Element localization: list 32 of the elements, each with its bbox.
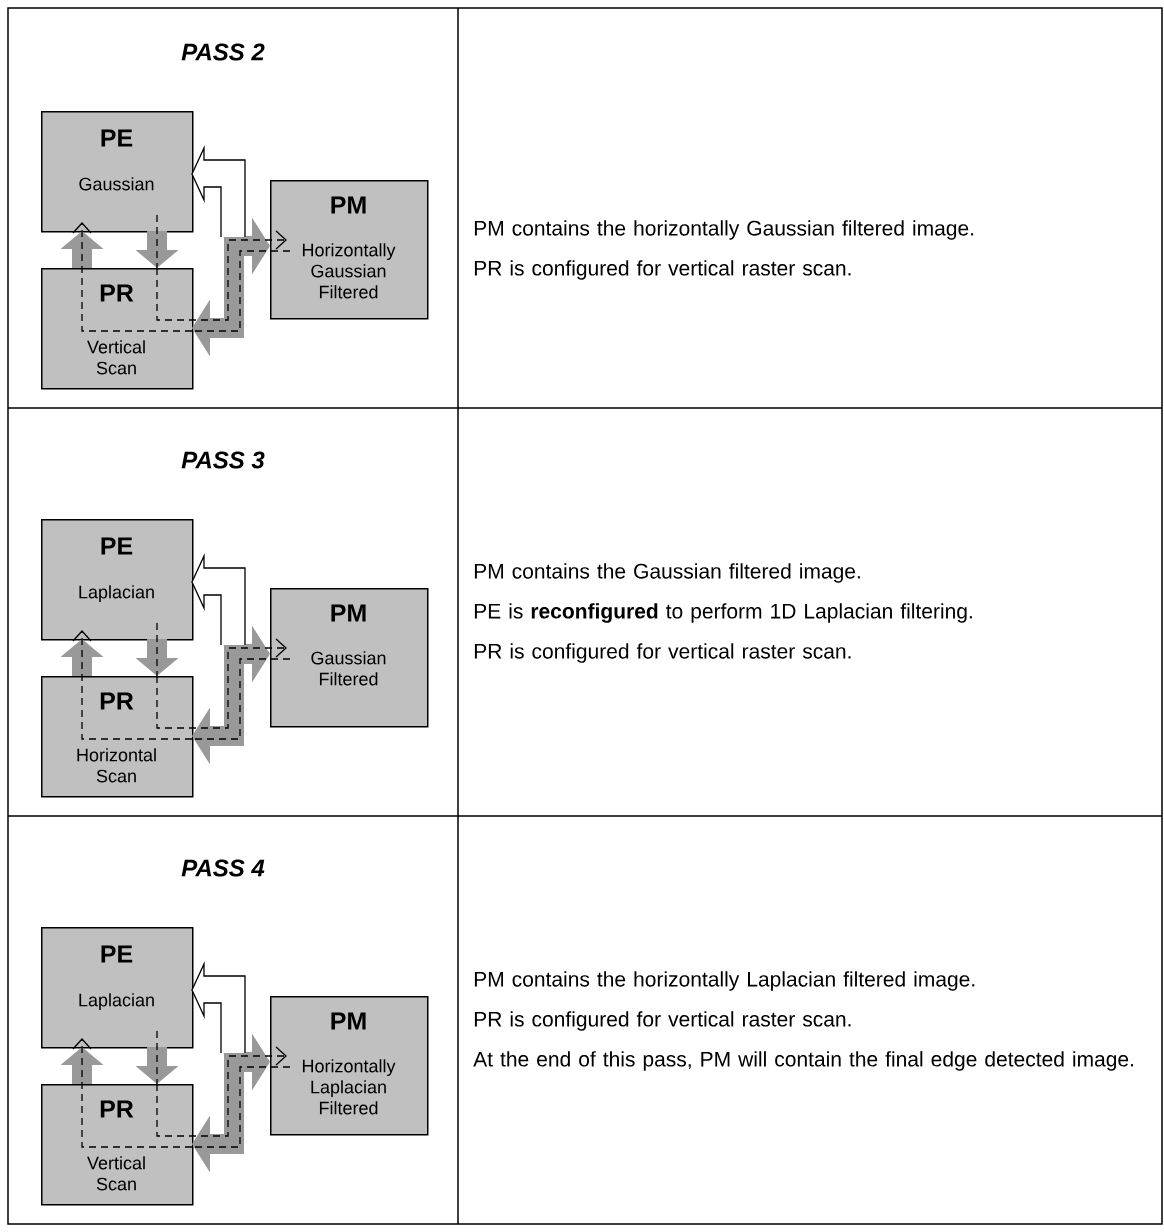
description-text: At the end of this pass, PM will contain the final edge detected image.: [473, 1051, 1134, 1071]
dashed-arrow: [156, 230, 287, 321]
description-text: PR is configured for vertical raster scan.: [474, 1011, 851, 1031]
hollow-arrow: [191, 553, 246, 646]
block-box: PE Laplacian: [41, 927, 194, 1049]
block-box: PR Vertical Scan: [41, 268, 194, 390]
description-text: PM contains the horizontally Gaussian filtered image.: [474, 220, 974, 240]
dashed-arrow: [72, 630, 193, 740]
broad-arrow: [192, 217, 270, 357]
block-box: PM Horizontally Laplacian Filtered: [270, 996, 429, 1136]
description-text: PR is configured for vertical raster scan.: [474, 643, 851, 663]
block-box: PM Gaussian Filtered: [270, 588, 429, 728]
panel-title: PASS 3: [181, 451, 265, 469]
description-text: PM contains the horizontally Laplacian filtered image.: [474, 971, 975, 991]
block-box: PM Horizontally Gaussian Filtered: [270, 180, 429, 320]
dashed-arrow: [156, 1046, 287, 1137]
panel-title: PASS 4: [181, 859, 265, 877]
dashed-arrow: [72, 1038, 193, 1148]
description-text: PM contains the Gaussian filtered image.: [474, 563, 860, 583]
description-text: PE is reconfigured to perform 1D Laplacian filtering.: [474, 603, 972, 623]
broad-arrow: [192, 625, 270, 765]
block-box: PR Horizontal Scan: [41, 676, 194, 798]
hollow-arrow: [191, 145, 246, 238]
broad-arrow: [192, 1033, 270, 1173]
block-box: PE Gaussian: [41, 111, 194, 233]
dashed-arrow: [72, 222, 193, 332]
hollow-arrow: [191, 961, 246, 1054]
description-text: PR is configured for vertical raster scan.: [474, 260, 851, 280]
panel-title: PASS 2: [181, 43, 265, 61]
block-box: PE Laplacian: [41, 519, 194, 641]
block-box: PR Vertical Scan: [41, 1084, 194, 1206]
dashed-arrow: [156, 638, 287, 729]
